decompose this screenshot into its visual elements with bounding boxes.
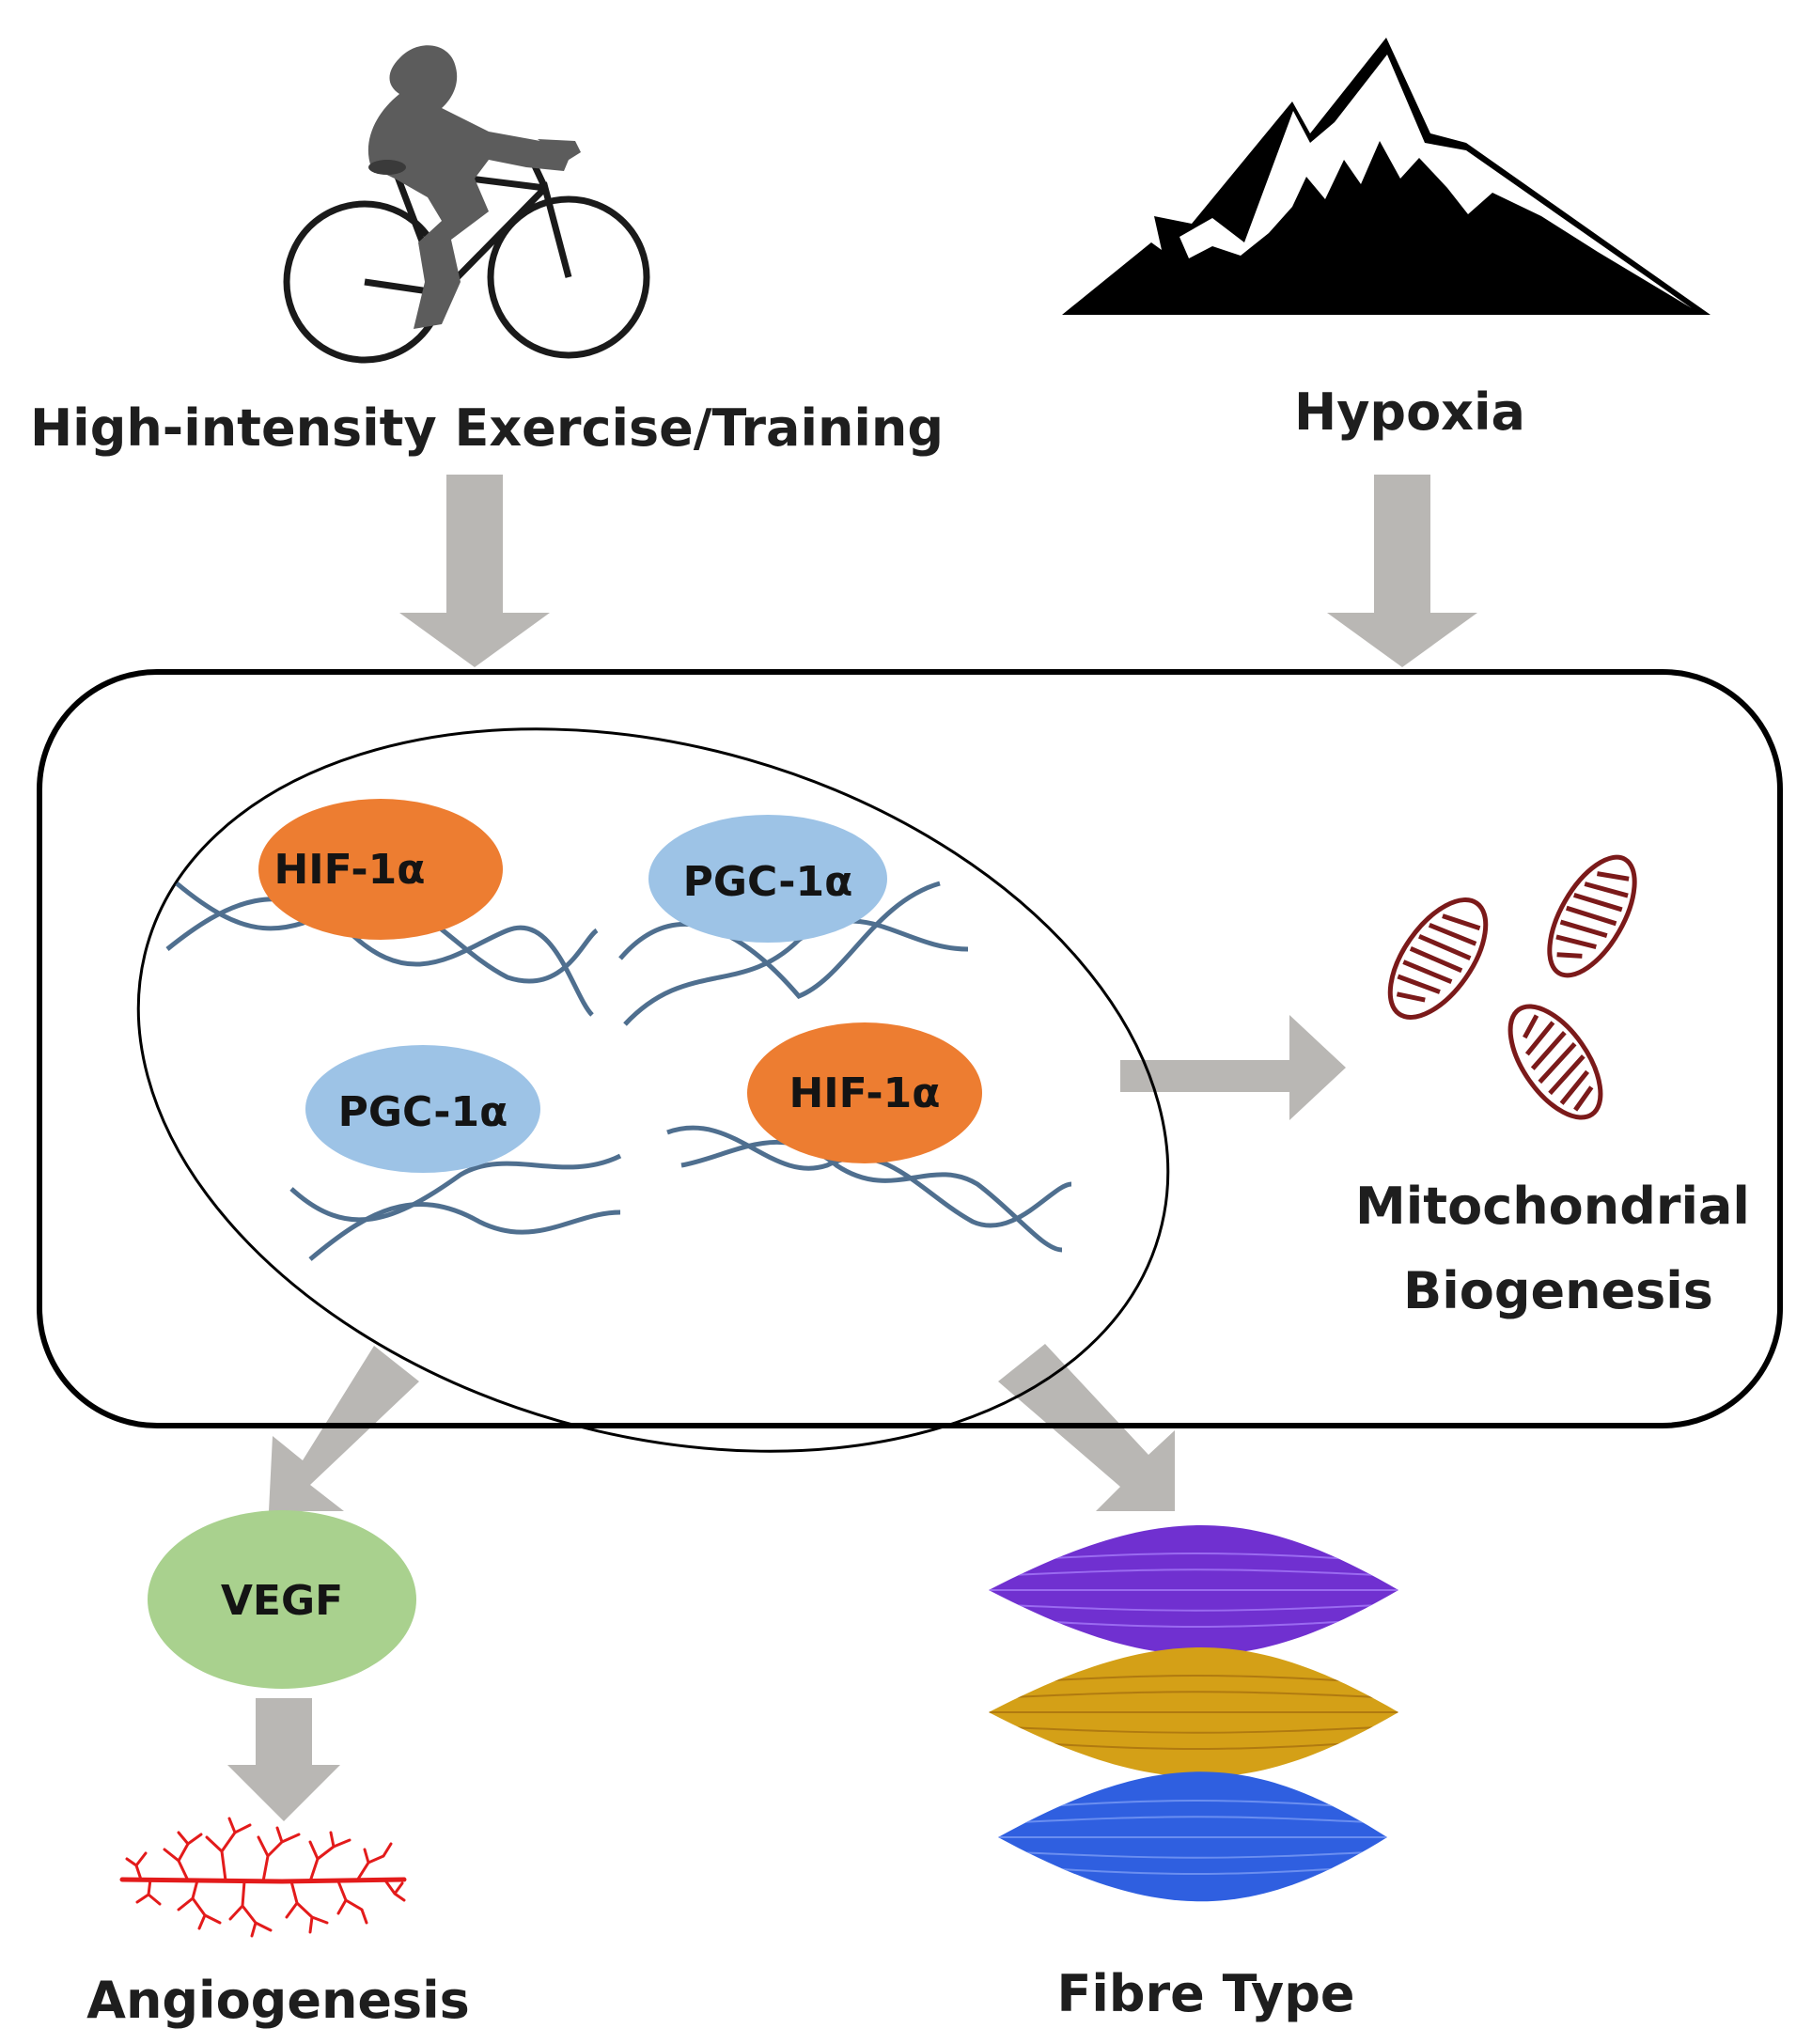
mountain-icon: [1062, 38, 1710, 315]
mitochondria-icon: [1387, 854, 1637, 1120]
hif1-molecule-2: HIF-1α: [747, 1022, 982, 1163]
hif1-molecule-1: HIF-1α: [258, 799, 503, 940]
nucleus: [136, 727, 1170, 1453]
muscle-fibre-icon: [989, 1525, 1398, 1902]
pgc1-label-1: PGC-1α: [683, 858, 853, 906]
hif1-label-1: HIF-1α: [273, 846, 425, 894]
arrow-exercise-to-cell: [399, 475, 550, 667]
hif1-label-2: HIF-1α: [789, 1069, 940, 1117]
pgc1-molecule-1: PGC-1α: [648, 815, 887, 943]
cyclist-icon: [283, 45, 650, 364]
muscle-fibre-purple: [989, 1525, 1398, 1655]
muscle-fibre-gold: [989, 1647, 1398, 1777]
exercise-label: High-intensity Exercise/Training: [30, 398, 944, 458]
cell-boundary: [37, 669, 1783, 1428]
mitochondrial-biogenesis-label-line-2: Biogenesis: [1403, 1261, 1713, 1320]
dna-icon: [165, 881, 1072, 1261]
fibre-type-label: Fibre Type: [1056, 1964, 1354, 2023]
arrow-hypoxia-to-cell: [1327, 475, 1477, 667]
muscle-fibre-blue: [998, 1771, 1387, 1902]
arrow-to-mitochondria: [1120, 1015, 1346, 1120]
pgc1-molecule-2: PGC-1α: [305, 1045, 540, 1173]
blood-vessel-icon: [119, 1817, 407, 1938]
hypoxia-label: Hypoxia: [1294, 382, 1525, 442]
angiogenesis-label: Angiogenesis: [86, 1971, 470, 2030]
vegf-label: VEGF: [221, 1577, 343, 1625]
vegf-molecule: VEGF: [148, 1510, 416, 1689]
pgc1-label-2: PGC-1α: [338, 1088, 508, 1136]
mitochondrial-biogenesis-label-line-1: Mitochondrial: [1355, 1177, 1750, 1236]
arrow-vegf-to-angiogenesis: [227, 1698, 340, 1821]
